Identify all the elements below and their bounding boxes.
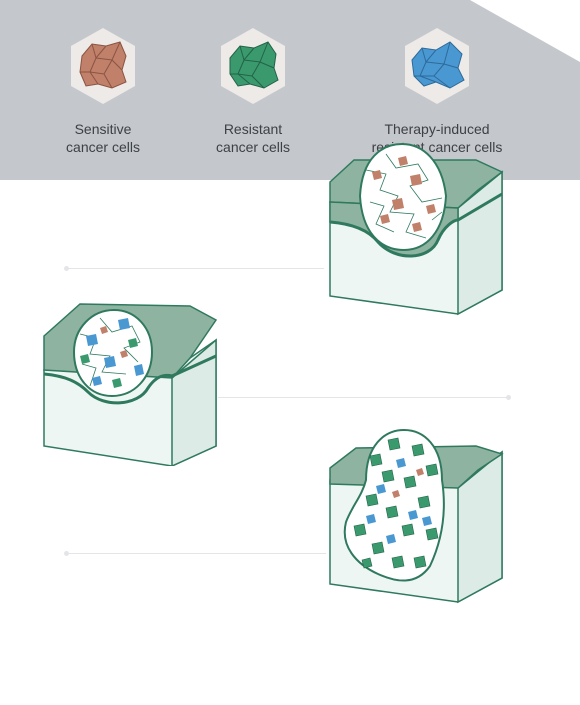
legend-label-sensitive: Sensitive cancer cells: [66, 121, 140, 155]
legend-label-resistant: Resistant cancer cells: [216, 121, 290, 155]
connector-line-2: [218, 397, 508, 398]
therapy-induced-cells-icon: [405, 28, 469, 104]
connector-dot: [506, 395, 511, 400]
legend-item-therapy-induced: Therapy-induced resistant cancer cells: [347, 26, 527, 156]
resistant-cells-icon: [221, 28, 285, 104]
sensitive-cells-icon: [71, 28, 135, 104]
connector-line-1: [66, 268, 324, 269]
legend-panel: Sensitive cancer cells Resistant cancer …: [0, 0, 580, 180]
connector-line-3: [66, 553, 326, 554]
legend-item-resistant: Resistant cancer cells: [163, 26, 343, 156]
tumor-block-mixed: [43, 303, 218, 466]
tumor-block-sensitive: [329, 142, 504, 316]
tumor-block-resistant: [329, 428, 504, 604]
legend-item-sensitive: Sensitive cancer cells: [13, 26, 193, 156]
